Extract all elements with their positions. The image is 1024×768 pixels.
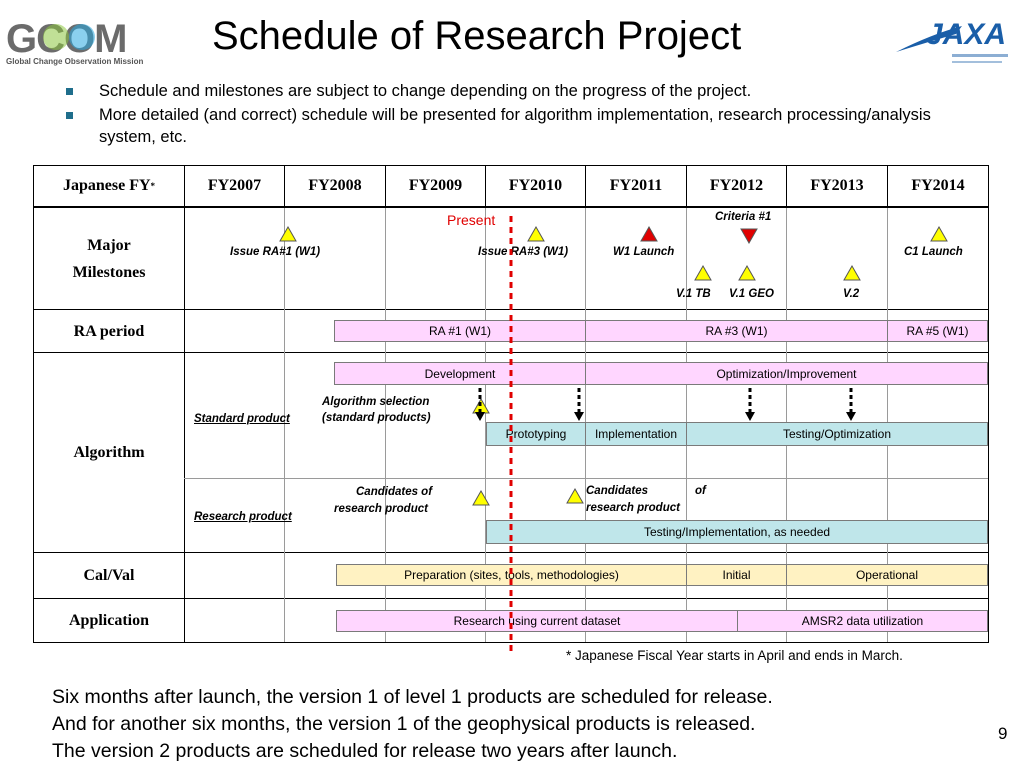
testing-implementation-bar: Testing/Implementation, as needed (486, 520, 988, 544)
row-label-algorithm: Algorithm (73, 444, 145, 461)
preparation-bar: Preparation (sites, tools, methodologies… (336, 564, 687, 586)
dotted-arrow-icon (745, 388, 755, 421)
milestone-triangle-icon (930, 226, 948, 242)
candidates-label-2b: of (695, 485, 706, 497)
candidates-label-2a: Candidates (586, 485, 648, 497)
milestone-launch-icon (640, 226, 658, 242)
page-number: 9 (998, 724, 1008, 743)
present-label: Present (447, 212, 496, 228)
milestone-v1-tb: V.1 TB (676, 288, 711, 300)
amsr2-bar: AMSR2 data utilization (737, 610, 988, 632)
bottom-text-line: And for another six months, the version … (52, 713, 756, 735)
header-year: FY2007 (207, 177, 262, 194)
milestone-c1-launch: C1 Launch (904, 246, 963, 258)
present-line (509, 216, 513, 656)
milestone-triangle-icon (279, 226, 297, 242)
milestone-triangle-icon (694, 265, 712, 281)
milestone-triangle-icon (566, 488, 584, 504)
header-year: FY2011 (609, 177, 663, 194)
algorithm-selection-label-1: Algorithm selection (322, 396, 430, 408)
research-dataset-bar: Research using current dataset (336, 610, 738, 632)
header-corner-mark: * (150, 181, 156, 191)
dotted-arrow-icon (846, 388, 856, 421)
milestone-criteria-icon (740, 228, 758, 244)
milestone-triangle-icon (472, 490, 490, 506)
row-label-milestones: Major Milestones (72, 236, 146, 281)
prototyping-bar: Prototyping (486, 422, 586, 446)
operational-bar: Operational (786, 564, 988, 586)
header-year: FY2013 (810, 177, 864, 194)
row-label-application: Application (68, 612, 149, 629)
standard-product-label: Standard product (194, 413, 290, 425)
jaxa-logo-text: JAXA (926, 18, 1006, 51)
ra3-bar: RA #3 (W1) (585, 320, 888, 342)
optimization-bar: Optimization/Improvement (585, 362, 988, 385)
bullet-square-icon (66, 112, 73, 119)
gcom-logo-subtitle: Global Change Observation Mission (6, 57, 143, 66)
footnote: * Japanese Fiscal Year starts in April a… (566, 648, 903, 663)
milestone-w1-launch: W1 Launch (613, 246, 675, 258)
bottom-text: Six months after launch, the version 1 o… (52, 684, 773, 765)
milestone-criteria: Criteria #1 (715, 211, 772, 223)
development-bar: Development (334, 362, 586, 385)
algorithm-selection-label-2: (standard products) (322, 412, 431, 424)
bullet-text: Schedule and milestones are subject to c… (99, 82, 752, 100)
header-year: FY2010 (508, 177, 563, 194)
bottom-text-line: The version 2 products are scheduled for… (52, 740, 678, 762)
gcom-logo: GCOM Global Change Observation Mission (6, 17, 143, 66)
header-corner-label: Japanese FY (62, 177, 151, 194)
header-year: FY2009 (408, 177, 463, 194)
bullet-item: Schedule and milestones are subject to c… (66, 80, 966, 102)
milestone-issue-ra1: Issue RA#1 (W1) (230, 246, 321, 258)
header-corner: Japanese FY* (34, 166, 184, 206)
initial-bar: Initial (686, 564, 787, 586)
milestone-triangle-icon (738, 265, 756, 281)
header-year: FY2012 (709, 177, 764, 194)
bullet-list: Schedule and milestones are subject to c… (66, 80, 966, 150)
research-product-label: Research product (194, 511, 292, 523)
implementation-bar: Implementation (585, 422, 687, 446)
row-label-ra-period: RA period (73, 322, 145, 340)
dotted-arrow-icon (475, 388, 485, 421)
row-label-calval: Cal/Val (83, 567, 135, 584)
candidates-label-2c: research product (586, 502, 680, 514)
ra1-bar: RA #1 (W1) (334, 320, 586, 342)
bullet-item: More detailed (and correct) schedule wil… (66, 104, 966, 148)
header-year: FY2008 (308, 177, 362, 194)
milestone-issue-ra3: Issue RA#3 (W1) (478, 246, 569, 258)
milestone-v2: V.2 (843, 288, 860, 300)
candidates-label-1b: research product (334, 503, 428, 515)
bottom-text-line: Six months after launch, the version 1 o… (52, 686, 773, 708)
milestone-triangle-icon (527, 226, 545, 242)
candidates-label-1a: Candidates of (356, 486, 433, 498)
bullet-square-icon (66, 88, 73, 95)
jaxa-logo: JAXA (896, 18, 1008, 63)
testing-optimization-bar: Testing/Optimization (686, 422, 988, 446)
dotted-arrow-icon (574, 388, 584, 421)
ra5-bar: RA #5 (W1) (887, 320, 988, 342)
bullet-text: More detailed (and correct) schedule wil… (99, 106, 931, 146)
milestone-v1-geo: V.1 GEO (729, 288, 774, 300)
milestone-triangle-icon (843, 265, 861, 281)
slide-title: Schedule of Research Project (212, 14, 742, 58)
header-year: FY2014 (911, 177, 965, 194)
